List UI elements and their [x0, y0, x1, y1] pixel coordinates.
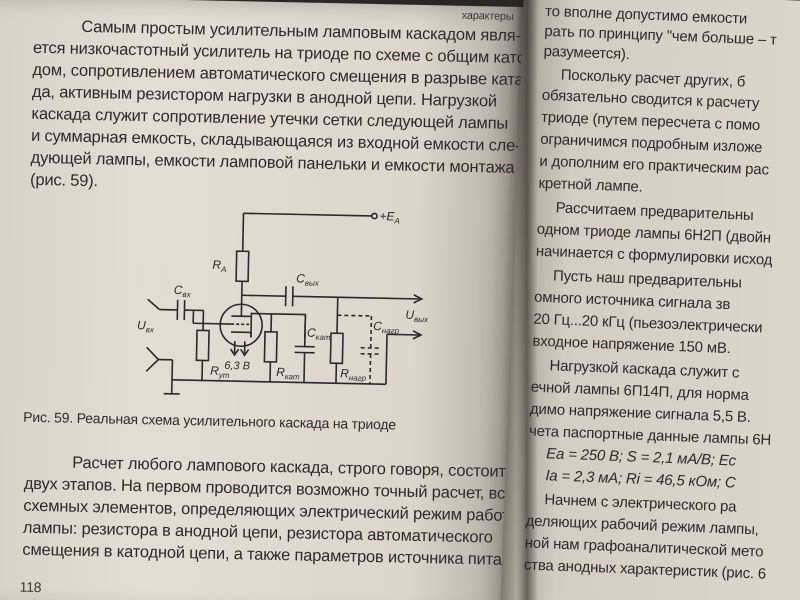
right-page: то вполне допустимо емкости рать по прин… [500, 0, 800, 600]
svg-text:Cвых: Cвых [296, 271, 320, 287]
text-line: Пусть наш предварительны [552, 267, 743, 292]
text-line: разумеется). [543, 42, 631, 64]
amplifier-schematic: +EA RA Cвых Cвх Uвх Uвых 6,3 В Rут Rкат … [137, 209, 429, 395]
text-line: Нагрузкой каскада служит с [549, 357, 740, 382]
svg-text:Cвх: Cвх [174, 283, 192, 299]
text-line: омного источника сигнала зв [533, 288, 731, 314]
text-line: чета паспортные данные лампы 6Н [528, 422, 772, 449]
figure-caption: Рис. 59. Реальная схема усилительного ка… [23, 408, 397, 433]
text-line: одном триоде лампы 6Н2П (двойн [536, 220, 772, 247]
text-line: ной нам графоаналитической мето [524, 534, 764, 561]
param-line: Iа = 2,3 мА; Rі = 46,5 кОм; С [545, 467, 736, 492]
text-line: ства анодных характеристик (рис. 6 [523, 556, 767, 583]
svg-text:Uвых: Uвых [405, 308, 429, 324]
text-line: триоде (путем пересчета с помо [540, 108, 761, 135]
text-line: Начнем с электрического ра [544, 491, 737, 516]
text-line: (рис. 59). [29, 170, 99, 191]
svg-text:Uвх: Uвх [137, 318, 155, 334]
svg-text:+EA: +EA [379, 209, 400, 225]
text-line: и дополним его практическим рас [539, 152, 770, 179]
text-line: ечной лампы 6П14П, для норма [530, 378, 749, 404]
left-page: характеры Самым простым усилительным лам… [0, 0, 526, 600]
svg-text:Cнагр: Cнагр [373, 319, 400, 336]
text-line: обязательно сводится к расчету [541, 86, 760, 113]
svg-text:RA: RA [212, 258, 226, 274]
grid-resistor [195, 329, 210, 362]
text-line: 20 Гц...20 кГц (пьезоэлектрически [533, 310, 763, 337]
cathode-resistor [263, 330, 278, 363]
text-line: входное напряжение 150 мВ. [532, 332, 731, 358]
svg-text:6,3 В: 6,3 В [224, 360, 250, 373]
text-line: ограничимся подробным изложе [539, 130, 763, 157]
text-line: Поскольку расчет других, б [560, 66, 746, 91]
text-line: деляющих рабочий режим лампы, [525, 512, 760, 539]
text-line: начинается с формулировки исход [535, 242, 773, 269]
svg-text:Cкат: Cкат [307, 326, 331, 342]
text-line: кретной лампе. [538, 174, 643, 196]
page-number: 118 [19, 578, 42, 596]
svg-text:Rнагр: Rнагр [340, 366, 367, 383]
svg-text:Rут: Rут [210, 364, 230, 380]
svg-text:Rкат: Rкат [276, 365, 300, 381]
anode-resistor [235, 250, 250, 283]
text-line: димо напряжение сигнала 5,5 В. [529, 400, 752, 427]
top-fragment: характеры [461, 9, 514, 23]
text-line: Рассчитаем предварительны [555, 199, 754, 224]
load-resistor [329, 332, 344, 365]
book-gutter [516, 0, 538, 600]
param-line: Eа = 250 В; S = 2,1 мА/В; Eс [545, 445, 737, 470]
